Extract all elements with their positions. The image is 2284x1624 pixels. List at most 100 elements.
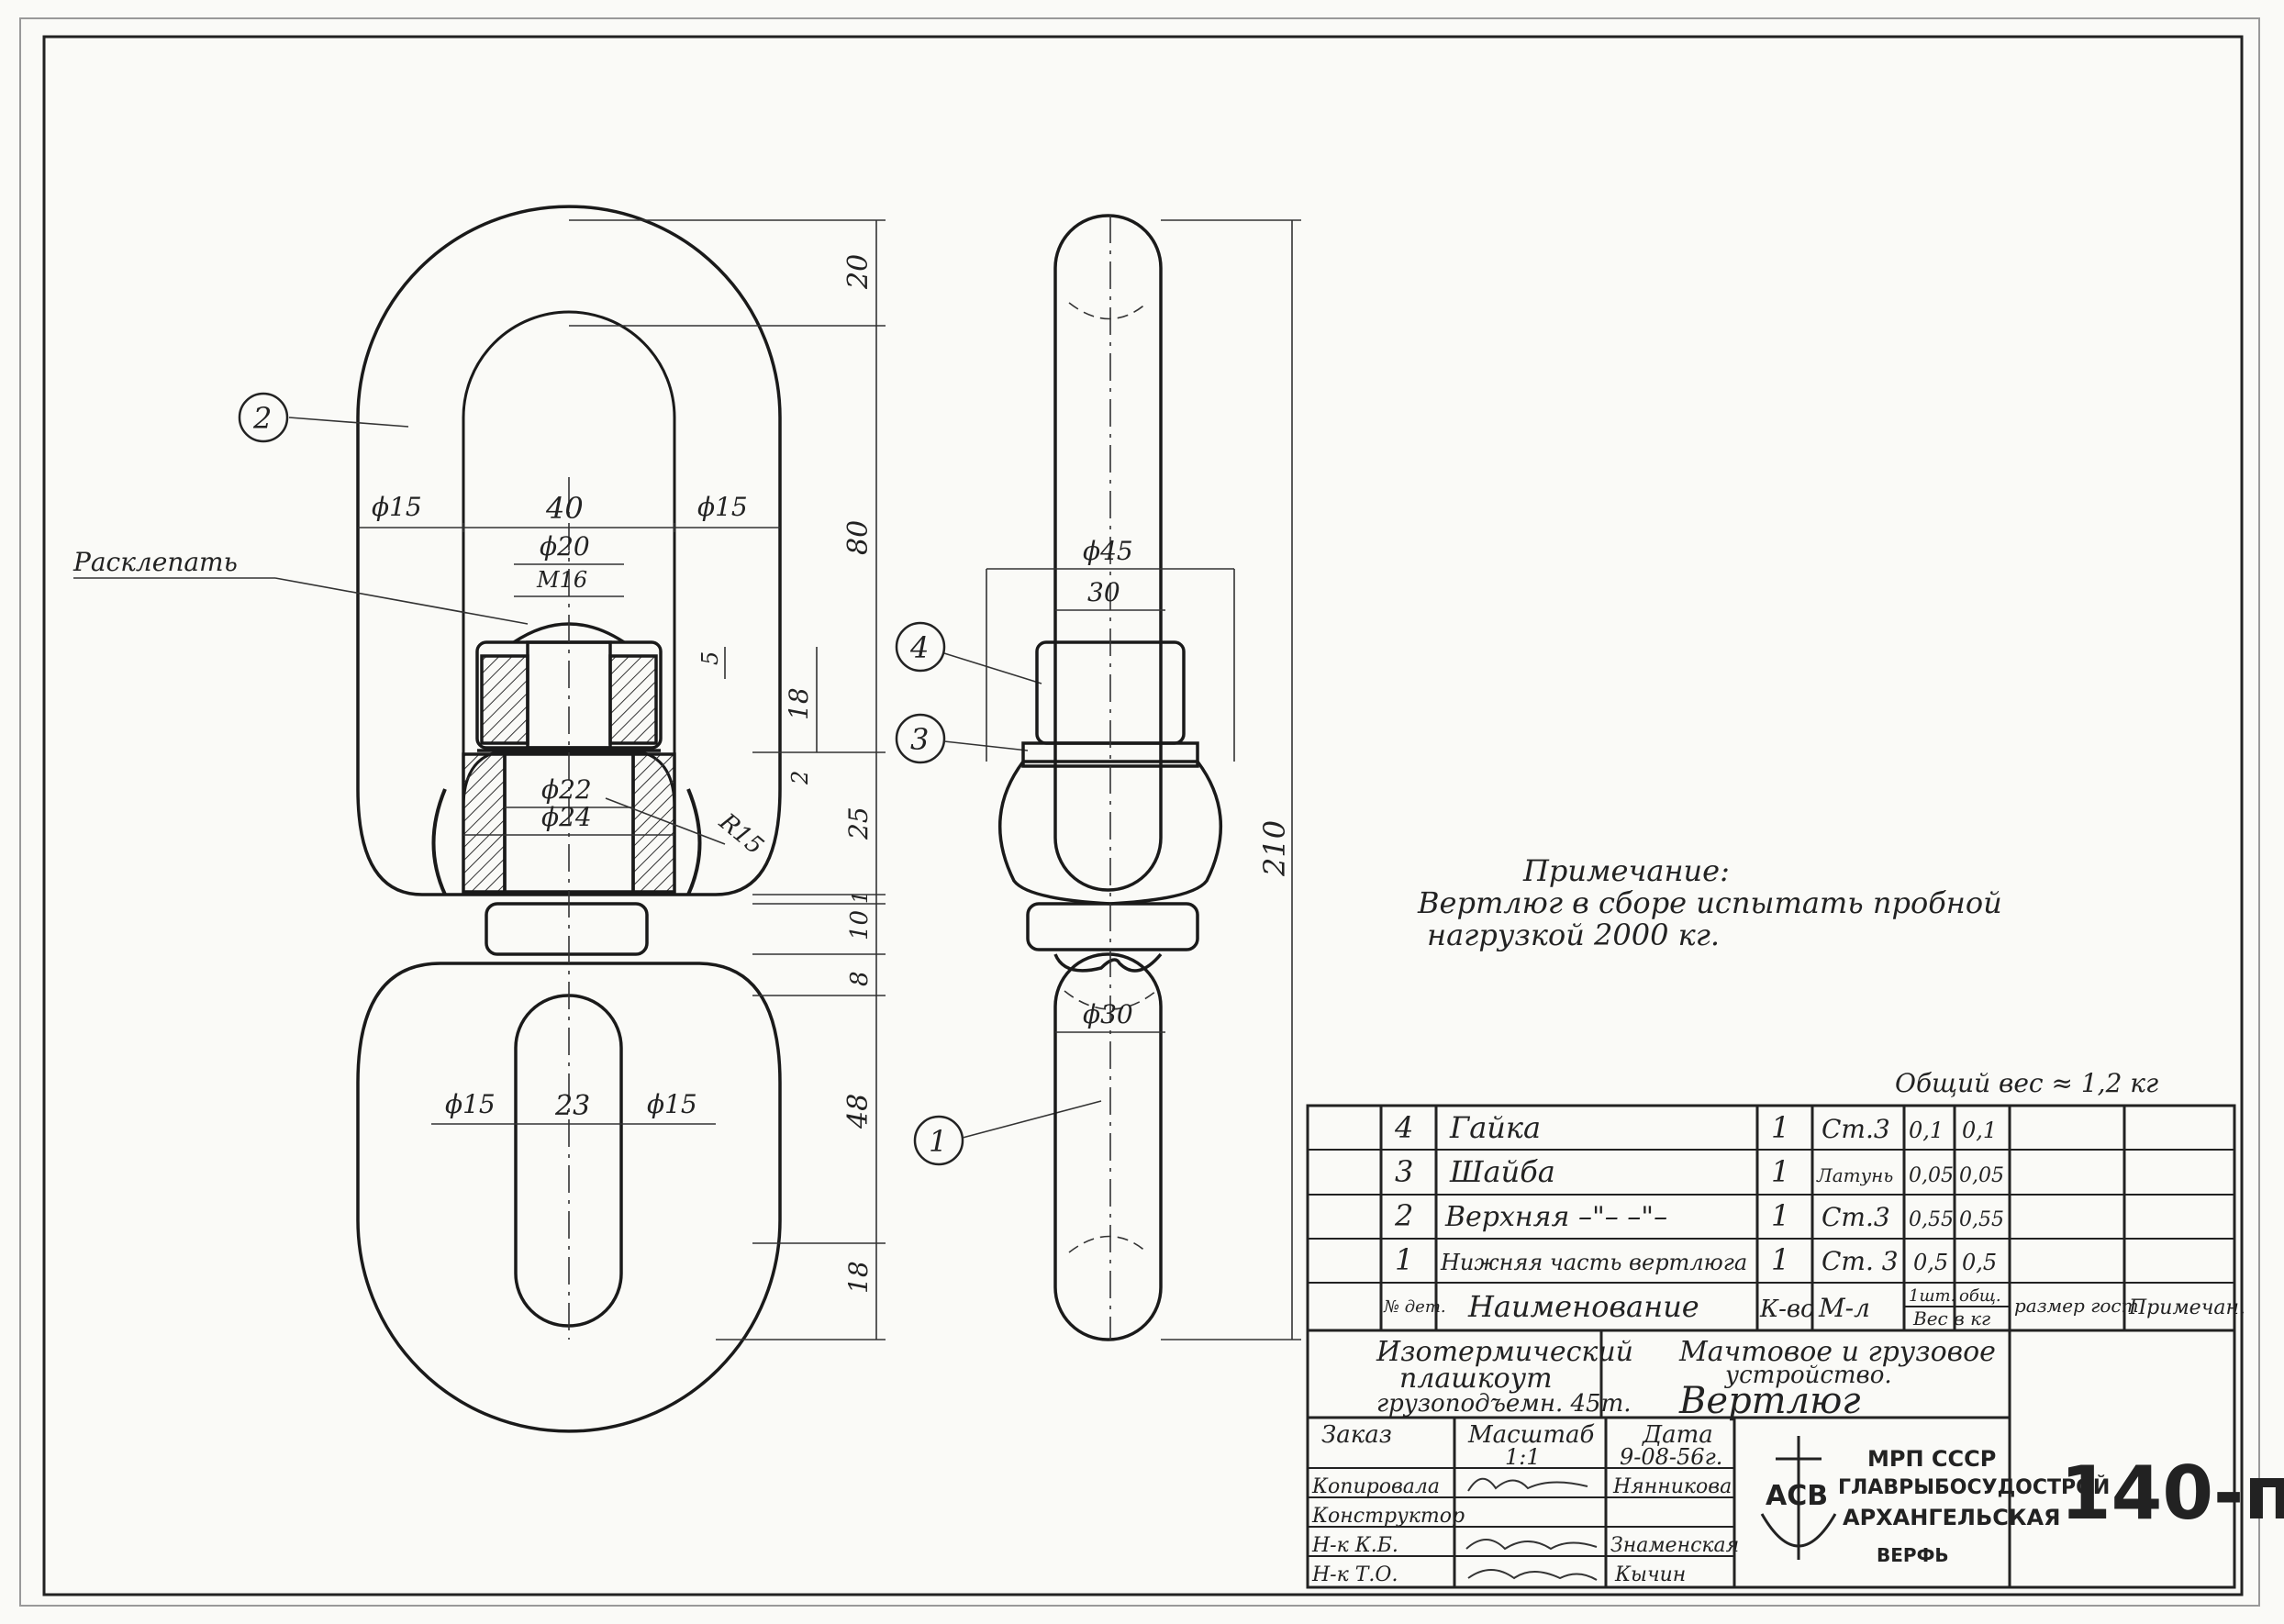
hdr-qty: К-во <box>1759 1296 1815 1323</box>
row-4-name: Гайка <box>1449 1110 1541 1145</box>
dim-d15-bot-left: ϕ15 <box>445 1089 496 1119</box>
dim-210: 210 <box>1257 820 1292 877</box>
dim-2: 2 <box>787 771 813 785</box>
row-1-w1: 0,5 <box>1913 1250 1948 1275</box>
row-2-w1: 0,55 <box>1909 1208 1954 1231</box>
org-2: ГЛАВРЫБОСУДОСТРОЙ <box>1838 1475 2110 1499</box>
date-value: 9-08-56г. <box>1620 1444 1722 1470</box>
dim-v18: 18 <box>843 1261 874 1294</box>
callout-1: 1 <box>929 1124 947 1159</box>
dim-m16: M16 <box>536 567 587 593</box>
row-4-w1: 0,1 <box>1909 1118 1944 1143</box>
drawing-number: 140-п <box>2060 1451 2284 1536</box>
title-block <box>1306 1329 2236 1589</box>
rivet-label: Расклепать <box>72 547 238 577</box>
dim-d22: ϕ22 <box>541 774 592 805</box>
note-title: Примечание: <box>1522 853 1730 888</box>
vessel-1: Изотермический <box>1376 1336 1633 1368</box>
order-label: Заказ <box>1321 1421 1392 1449</box>
name-3: Кычин <box>1614 1563 1686 1586</box>
callout-2: 2 <box>252 401 272 436</box>
signatures <box>1465 1477 1598 1581</box>
dim-v10: 10 <box>846 910 874 940</box>
front-view-dims <box>73 219 886 1340</box>
total-weight: Общий вес ≈ 1,2 кг <box>1895 1068 2158 1098</box>
hdr-weight: Вес в кг <box>1912 1307 1990 1329</box>
group-1: Мачтовое и грузовое <box>1678 1336 1996 1368</box>
part-name: Вертлюг <box>1678 1380 1861 1422</box>
dim-v8: 8 <box>846 971 874 986</box>
row-1-qty: 1 <box>1771 1242 1789 1277</box>
row-3-mat: Латунь <box>1816 1164 1893 1186</box>
dim-d24: ϕ24 <box>541 802 592 832</box>
org-4: ВЕРФЬ <box>1877 1544 1949 1566</box>
callout-3: 3 <box>910 722 929 757</box>
dim-d20: ϕ20 <box>540 531 590 562</box>
org-3: АРХАНГЕЛЬСКАЯ <box>1843 1505 2061 1530</box>
callout-4: 4 <box>909 630 929 665</box>
hdr-name: Наименование <box>1467 1289 1699 1324</box>
logo-mark <box>1760 1436 1837 1560</box>
designer-label: Конструктор <box>1311 1505 1465 1528</box>
logo-text: АСВ <box>1766 1480 1828 1512</box>
callouts <box>238 392 964 1166</box>
dim-18-nut: 18 <box>784 687 814 720</box>
row-4-qty: 1 <box>1771 1110 1789 1145</box>
dim-v80: 80 <box>842 520 875 555</box>
dim-40: 40 <box>545 491 584 526</box>
note-line-2: нагрузкой 2000 кг. <box>1427 918 1720 952</box>
row-1-name: Нижняя часть вертлюга <box>1440 1250 1747 1275</box>
row-2-mat: Ст.3 <box>1822 1202 1890 1232</box>
copied-label: Копировала <box>1311 1475 1440 1498</box>
org-1: МРП СССР <box>1867 1446 1996 1472</box>
hdr-wt: общ. <box>1959 1286 2001 1306</box>
row-2-qty: 1 <box>1771 1198 1789 1233</box>
row-3-name: Шайба <box>1449 1154 1555 1189</box>
row-3-qty: 1 <box>1771 1154 1789 1189</box>
head-kb-label: Н-к К.Б. <box>1311 1534 1398 1557</box>
row-3-no: 3 <box>1395 1154 1413 1189</box>
hdr-no: № дет. <box>1383 1297 1446 1317</box>
dim-v1: 1 <box>850 891 873 904</box>
note-line-1: Вертлюг в сборе испытать пробной <box>1417 885 2002 920</box>
front-view <box>356 205 782 1433</box>
row-4-wt: 0,1 <box>1962 1118 1997 1143</box>
dim-30: 30 <box>1087 577 1120 607</box>
hdr-size: размер гост <box>2014 1295 2139 1317</box>
name-2: Знаменская <box>1610 1534 1739 1557</box>
dim-r15: R15 <box>713 807 768 860</box>
dim-23: 23 <box>554 1090 590 1122</box>
dim-d15-top-left: ϕ15 <box>372 492 422 522</box>
hdr-remark: Примечан. <box>2128 1296 2245 1319</box>
scale-label: Масштаб <box>1467 1421 1594 1449</box>
dim-d45: ϕ45 <box>1083 536 1133 566</box>
row-4-no: 4 <box>1394 1110 1413 1145</box>
row-1-wt: 0,5 <box>1962 1250 1997 1275</box>
row-4-mat: Ст.3 <box>1822 1114 1890 1144</box>
vessel-2: плашкоут <box>1399 1363 1553 1395</box>
dim-v25: 25 <box>843 806 874 840</box>
vessel-3: грузоподъемн. 45т. <box>1376 1390 1632 1418</box>
frame-border <box>42 35 2244 1596</box>
head-to-label: Н-к Т.О. <box>1311 1563 1398 1586</box>
dim-d30: ϕ30 <box>1083 999 1133 1029</box>
name-1: Нянникова <box>1612 1475 1732 1498</box>
row-1-no: 1 <box>1395 1242 1413 1277</box>
row-3-w1: 0,05 <box>1909 1164 1954 1187</box>
row-2-name: Верхняя –"– –"– <box>1444 1201 1667 1233</box>
row-1-mat: Ст. 3 <box>1822 1246 1899 1276</box>
scale-value: 1:1 <box>1505 1444 1541 1470</box>
dim-d15-top-right: ϕ15 <box>697 492 748 522</box>
group-2: устройство. <box>1724 1362 1892 1389</box>
hdr-mat: М-л <box>1818 1293 1870 1323</box>
dim-d15-bot-right: ϕ15 <box>647 1089 697 1119</box>
dim-5: 5 <box>697 651 723 665</box>
dim-v20: 20 <box>842 254 875 290</box>
date-label: Дата <box>1642 1421 1713 1449</box>
dim-v48: 48 <box>842 1094 875 1129</box>
row-2-wt: 0,55 <box>1959 1208 2004 1231</box>
row-3-wt: 0,05 <box>1959 1164 2004 1187</box>
outer-border <box>19 17 2260 1607</box>
hdr-w1: 1шт. <box>1909 1286 1955 1306</box>
